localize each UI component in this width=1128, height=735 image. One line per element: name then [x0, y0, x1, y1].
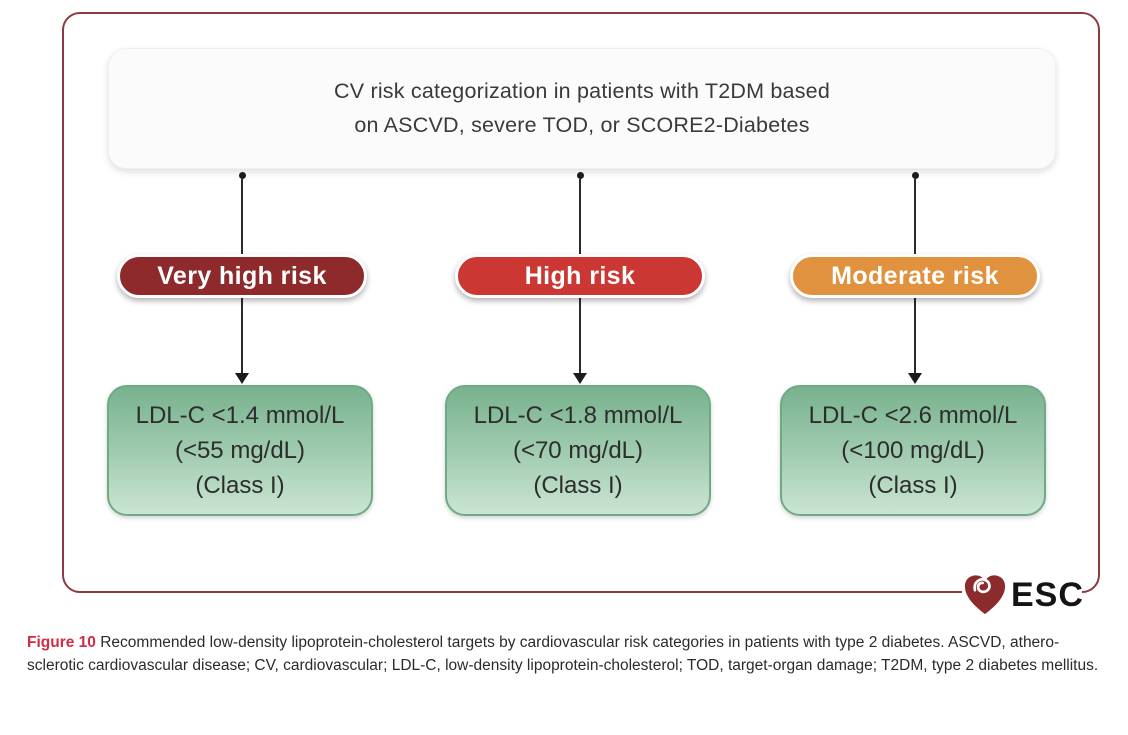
risk-badge-label: Very high risk — [157, 261, 327, 290]
recommendation-class: (Class I) — [533, 472, 623, 499]
ldl-target-mmol: LDL-C <2.6 mmol/L — [808, 402, 1018, 429]
figure-border-frame: CV risk categorization in patients with … — [62, 12, 1100, 618]
ldl-target-box-very-high: LDL-C <1.4 mmol/L (<55 mg/dL) (Class I) — [107, 385, 373, 516]
header-box: CV risk categorization in patients with … — [108, 48, 1056, 169]
arrowhead-icon — [235, 373, 249, 384]
caption-line-1: Figure 10 Recommended low-density lipopr… — [27, 631, 1107, 654]
header-line-2: on ASCVD, severe TOD, or SCORE2-Diabetes — [354, 113, 810, 137]
figure-number-label: Figure 10 — [27, 634, 96, 651]
recommendation-class: (Class I) — [868, 472, 958, 499]
ldl-target-mgdl: (<70 mg/dL) — [512, 437, 644, 464]
caption-text-1: Recommended low-density lipoprotein-chol… — [100, 634, 1060, 651]
arrow-start-dot — [911, 172, 919, 179]
esc-logo-text: ESC — [1011, 576, 1084, 614]
risk-badge-high: High risk — [455, 254, 705, 298]
esc-heart-icon — [964, 575, 1006, 615]
arrowhead-icon — [908, 373, 922, 384]
arrow-start-dot — [576, 172, 584, 179]
ldl-target-mgdl: (<55 mg/dL) — [174, 437, 306, 464]
risk-badge-moderate: Moderate risk — [790, 254, 1040, 298]
ldl-target-box-moderate: LDL-C <2.6 mmol/L (<100 mg/dL) (Class I) — [780, 385, 1046, 516]
risk-badge-label: High risk — [524, 261, 636, 290]
arrow-start-dot — [238, 172, 246, 179]
ldl-target-box-high: LDL-C <1.8 mmol/L (<70 mg/dL) (Class I) — [445, 385, 711, 516]
esc-logo: ESC — [962, 572, 1084, 618]
figure-caption: Figure 10 Recommended low-density lipopr… — [27, 631, 1107, 677]
caption-line-2: sclerotic cardiovascular disease; CV, ca… — [27, 657, 1099, 674]
recommendation-class: (Class I) — [195, 472, 285, 499]
ldl-target-mmol: LDL-C <1.4 mmol/L — [135, 402, 345, 429]
ldl-target-mgdl: (<100 mg/dL) — [841, 437, 985, 464]
arrowhead-icon — [573, 373, 587, 384]
risk-badge-very-high: Very high risk — [117, 254, 367, 298]
ldl-target-mmol: LDL-C <1.8 mmol/L — [473, 402, 683, 429]
risk-badge-label: Moderate risk — [831, 261, 999, 290]
header-line-1: CV risk categorization in patients with … — [334, 79, 830, 103]
